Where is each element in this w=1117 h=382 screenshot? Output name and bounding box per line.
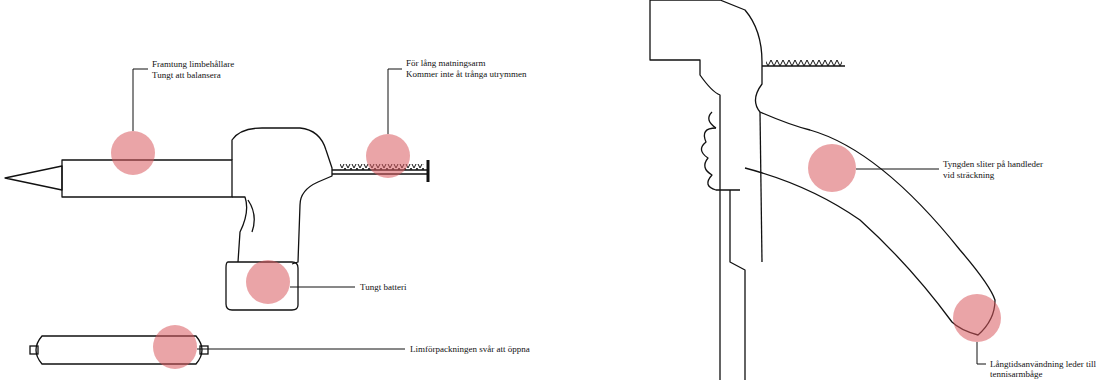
gun-in-hand	[650, 0, 995, 380]
callout-text: tennisarmbåge	[990, 369, 1042, 379]
callout-markers	[111, 131, 1001, 369]
callout-text: Limförpackningen svår att öppna	[410, 344, 530, 354]
callout-text: Långtidsanvändning leder till	[990, 359, 1096, 369]
callout-text: Tungt batteri	[360, 282, 406, 292]
leader-lines	[133, 69, 986, 364]
glue-gun	[5, 128, 428, 310]
rod-teeth	[766, 60, 842, 66]
callout-text: Tyngden sliter på handleder	[943, 159, 1043, 169]
callout-text: För lång matningsarm	[406, 58, 486, 68]
callout-text: Kommer inte åt trånga utrymmen	[406, 69, 526, 79]
callout-text: Tungt att balansera	[152, 70, 221, 80]
callout-text: Framtung limbehållare	[152, 59, 234, 69]
callout-text: vid sträckning	[943, 170, 994, 180]
